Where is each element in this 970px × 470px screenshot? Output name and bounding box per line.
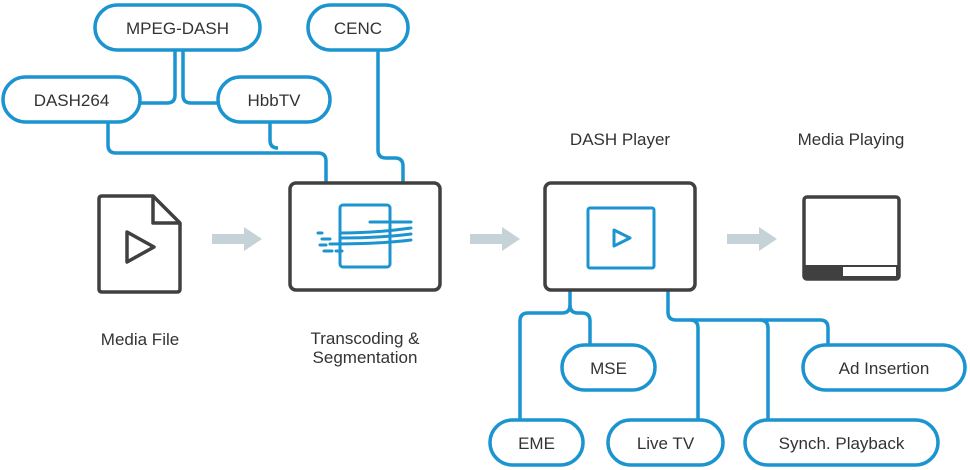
pill-dash264: DASH264 [1, 75, 142, 124]
player-play-icon [543, 181, 697, 292]
pill-hbbtv-label: HbbTV [248, 91, 302, 110]
pill-ad-insertion-label: Ad Insertion [839, 359, 930, 378]
pill-eme: EME [488, 418, 585, 467]
transcoder-icon [288, 181, 442, 292]
arrow-right-icon [727, 227, 777, 251]
pill-ad-insertion: Ad Insertion [801, 343, 967, 392]
document-play-icon [97, 194, 182, 294]
arrow-right-icon [212, 227, 262, 251]
pill-hbbtv: HbbTV [216, 75, 332, 124]
screen-progress-icon [802, 195, 901, 281]
pill-cenc-label: CENC [334, 19, 382, 38]
pill-eme-label: EME [518, 434, 555, 453]
pill-mpeg-dash-label: MPEG-DASH [126, 19, 229, 38]
pill-mse: MSE [560, 343, 657, 392]
pill-dash264-label: DASH264 [34, 91, 110, 110]
label-media-playing: Media Playing [798, 130, 905, 149]
label-dash-player: DASH Player [570, 130, 670, 149]
features-connectors [518, 290, 830, 422]
standards-connectors [106, 50, 405, 182]
pill-mpeg-dash: MPEG-DASH [93, 3, 262, 52]
pill-cenc: CENC [306, 3, 410, 52]
label-transcoding-line2: Segmentation [313, 348, 418, 367]
pill-live-tv-label: Live TV [637, 434, 695, 453]
pill-live-tv: Live TV [606, 418, 725, 467]
pill-synch-playback: Synch. Playback [743, 418, 940, 467]
label-transcoding-line1: Transcoding & [311, 329, 421, 348]
label-media-file: Media File [101, 330, 179, 349]
pill-mse-label: MSE [590, 359, 627, 378]
pill-synch-playback-label: Synch. Playback [779, 434, 905, 453]
arrow-right-icon [470, 227, 520, 251]
